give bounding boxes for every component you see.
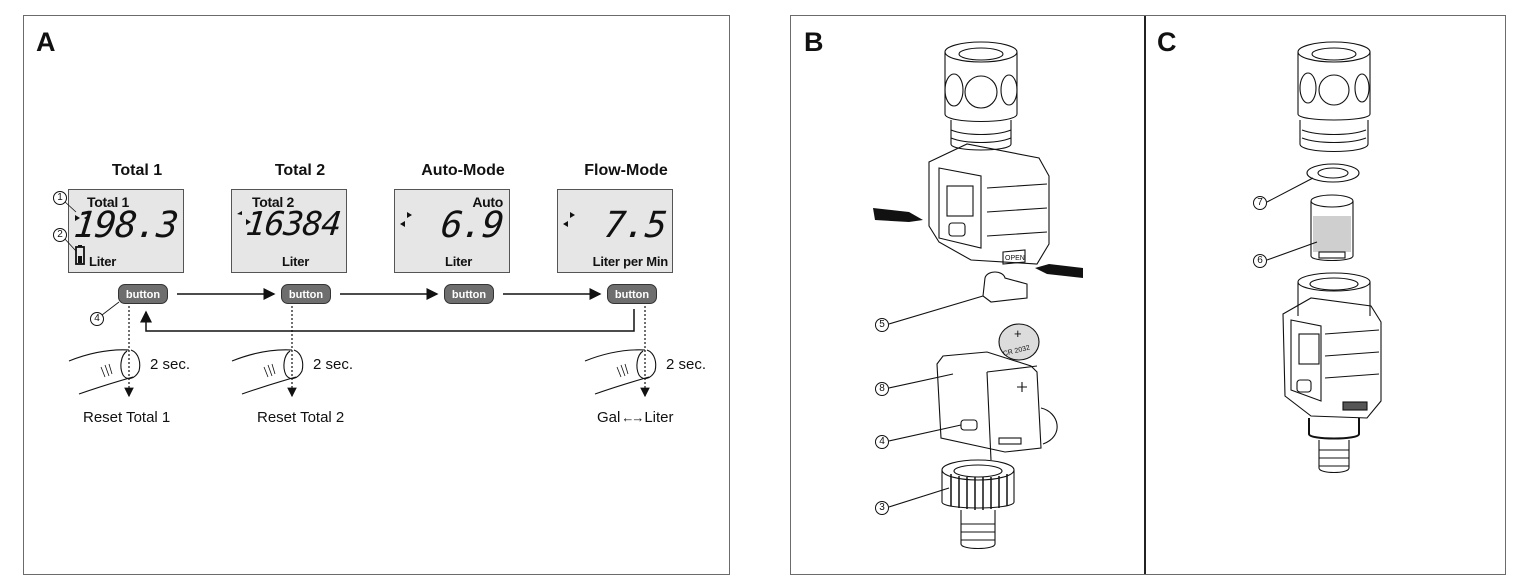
filter-insert-icon [1310, 194, 1354, 262]
lcd-unit: Liter [89, 254, 117, 269]
press-duration-4: 2 sec. [666, 356, 707, 373]
press-duration-2: 2 sec. [313, 356, 354, 373]
lcd-label: Total 1 [87, 194, 129, 210]
mode-button-4[interactable]: button [607, 284, 657, 304]
lcd-value: 16384 [243, 204, 343, 243]
callout-8: 8 [875, 382, 889, 396]
double-arrow-icon: ←→ [621, 410, 644, 425]
open-label: OPEN [1005, 255, 1025, 262]
result-unit-toggle: Gal←→Liter [597, 409, 674, 426]
svg-text:+: + [1014, 326, 1022, 341]
lcd-unit: Liter per Min [592, 254, 669, 269]
result-reset-total-2: Reset Total 2 [257, 409, 345, 426]
lcd-total-2: Total 2 16384 Liter [231, 189, 347, 273]
lcd-total-1: Total 1 198.3 Liter [68, 189, 184, 273]
panel-letter-b: B [804, 27, 824, 57]
result-reset-total-1: Reset Total 1 [83, 409, 171, 426]
mode-button-2[interactable]: button [281, 284, 331, 304]
hose-coupling-icon [944, 41, 1018, 151]
unit-liter: Liter [644, 409, 674, 426]
panel-bc-assembly: B C OPEN [790, 15, 1506, 575]
lcd-label: Auto [472, 194, 503, 210]
meter-body-icon [1282, 272, 1382, 474]
panel-letter-a: A [36, 27, 56, 57]
callout-5: 5 [875, 318, 889, 332]
battery-compartment-icon [936, 351, 1058, 461]
mode-button-3[interactable]: button [444, 284, 494, 304]
mode-title-total-2: Total 2 [274, 162, 326, 179]
panel-a-display-modes: A Total 1 Total 2 Auto-Mode Flow-Mode To… [23, 15, 730, 575]
callout-6: 6 [1253, 254, 1267, 268]
threaded-adapter-icon [941, 459, 1015, 550]
mode-title-total-1: Total 1 [111, 162, 163, 179]
mode-title-auto-mode: Auto-Mode [421, 162, 505, 179]
callout-1: 1 [53, 191, 67, 205]
unit-gal: Gal [597, 409, 621, 426]
callout-2: 2 [53, 228, 67, 242]
svg-text:CR 2032: CR 2032 [1002, 344, 1031, 358]
lcd-unit: Liter [282, 254, 310, 269]
mode-button-1[interactable]: button [118, 284, 168, 304]
mode-title-flow-mode: Flow-Mode [584, 162, 668, 179]
meter-body-icon: OPEN [928, 143, 1050, 265]
water-meter-filter-view-c [1266, 41, 1382, 474]
arrow-loop-back [140, 309, 635, 332]
sealing-washer-icon [1306, 163, 1360, 183]
callout-3: 3 [875, 501, 889, 515]
callout-4: 4 [90, 312, 104, 326]
lcd-auto-mode: Auto 6.9 Liter [394, 189, 510, 273]
lcd-flow-mode: 7.5 Liter per Min [557, 189, 673, 273]
lcd-value: 198.3 [71, 205, 180, 246]
panel-divider [1144, 16, 1146, 574]
panel-letter-c: C [1157, 27, 1177, 57]
lcd-label: Total 2 [252, 194, 294, 210]
battery-clip-icon [982, 271, 1028, 303]
lcd-value: 7.5 [601, 205, 669, 246]
lcd-value: 6.9 [438, 205, 506, 246]
hose-coupling-icon [1297, 41, 1371, 153]
press-arrow-right-icon [1035, 264, 1083, 278]
callout-4b: 4 [875, 435, 889, 449]
callout-7: 7 [1253, 196, 1267, 210]
press-duration-1: 2 sec. [150, 356, 191, 373]
lcd-unit: Liter [445, 254, 473, 269]
water-meter-exploded-view-b: OPEN + CR 2032 [873, 41, 1083, 550]
press-arrow-left-icon [873, 208, 923, 222]
coin-cell-battery-icon: + CR 2032 [998, 323, 1040, 361]
